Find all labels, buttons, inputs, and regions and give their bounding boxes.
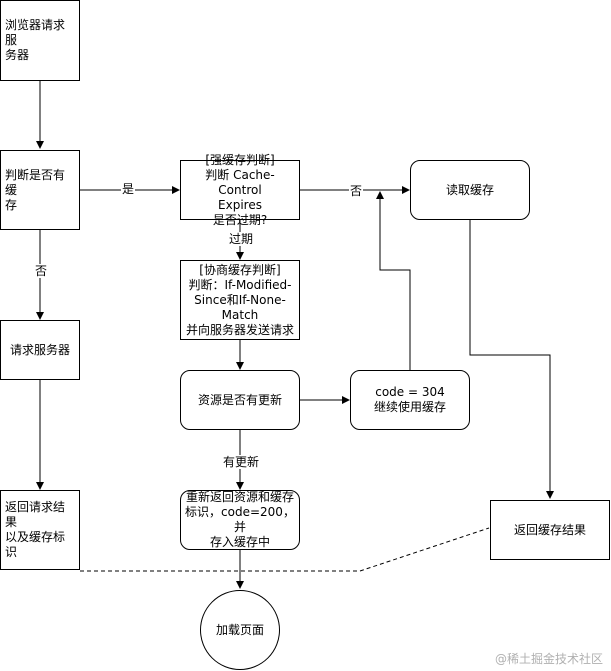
node-resource-updated: 资源是否有更新: [180, 370, 300, 430]
node-return-new-text: 重新返回资源和缓存 标识，code=200，并 存入缓存中: [185, 490, 295, 549]
node-return-result: 返回请求结果 以及缓存标识: [0, 490, 80, 570]
node-browser-request: 浏览器请求服 务器: [0, 0, 80, 81]
edge-label-no-down: 否: [34, 264, 49, 278]
edge-304-to-read: [376, 191, 411, 370]
node-strong-cache-text: [强缓存判断] 判断 Cache-Control Expires 是否过期?: [205, 152, 275, 227]
node-return-new: 重新返回资源和缓存 标识，code=200，并 存入缓存中: [180, 490, 300, 550]
watermark: @稀土掘金技术社区: [494, 652, 603, 666]
node-load-page-text: 加载页面: [215, 622, 264, 637]
node-negotiate-cache: [协商缓存判断] 判断：If-Modified- Since和If-None- …: [180, 260, 300, 340]
node-return-result-text: 返回请求结果 以及缓存标识: [5, 500, 66, 559]
edge-label-yes: 是: [121, 182, 136, 196]
node-read-cache: 读取缓存: [410, 160, 530, 220]
edge-read-to-return-cache: [469, 220, 554, 499]
node-return-cache-text: 返回缓存结果: [513, 522, 586, 537]
node-negotiate-cache-text: [协商缓存判断] 判断：If-Modified- Since和If-None- …: [185, 262, 294, 337]
node-resource-updated-text: 资源是否有更新: [197, 392, 282, 407]
node-load-page: 加载页面: [200, 590, 280, 670]
node-read-cache-text: 读取缓存: [445, 182, 494, 197]
node-check-cache: 判断是否有缓 存: [0, 150, 80, 230]
edge-label-no-right: 否: [349, 184, 364, 198]
node-strong-cache: [强缓存判断] 判断 Cache-Control Expires 是否过期?: [180, 153, 300, 227]
node-request-server: 请求服务器: [0, 320, 80, 380]
edge-label-expired: 过期: [228, 232, 255, 246]
node-check-cache-text: 判断是否有缓 存: [5, 167, 66, 212]
node-browser-request-text: 浏览器请求服 务器: [5, 18, 66, 62]
edge-dashed-return-to-cache: [80, 527, 490, 572]
node-request-server-text: 请求服务器: [9, 342, 70, 357]
node-return-cache: 返回缓存结果: [490, 500, 610, 560]
node-code-304-text: code = 304 继续使用缓存: [373, 385, 446, 414]
node-code-304: code = 304 继续使用缓存: [350, 370, 470, 430]
edge-label-has-update: 有更新: [222, 455, 261, 469]
